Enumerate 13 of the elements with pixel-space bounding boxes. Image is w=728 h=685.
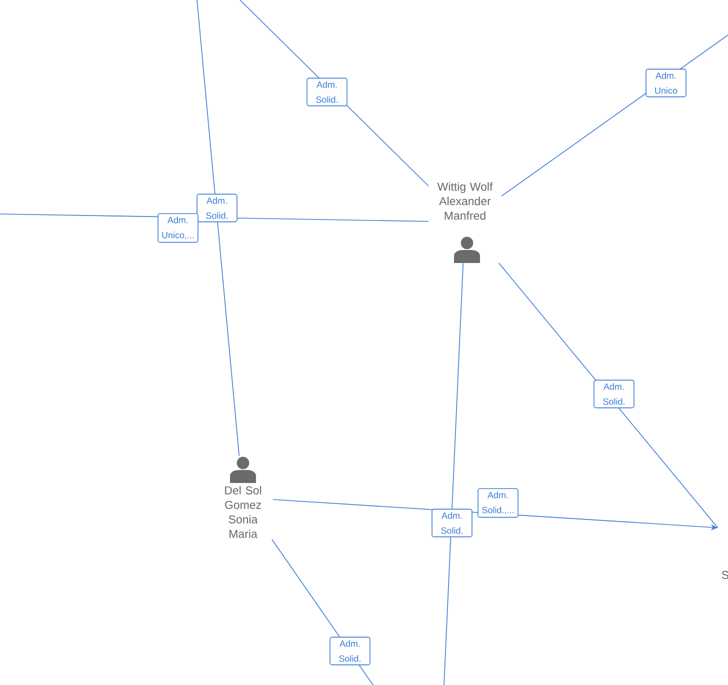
connector-line [196,0,240,456]
connector-line [444,262,464,685]
edge-label: Adm. Solid. [432,508,472,538]
edge-label: Adm. Solid. [306,78,348,106]
edge-label: Adm. Solid. [330,636,370,666]
edge-label: Adm. Solid. [196,194,238,222]
connector-line [498,262,718,528]
person-name: Del Sol Gomez Sonia Maria [225,486,262,538]
edge-label: Adm. Solid. [594,380,634,408]
person-name: Wittig Wolf Alexander Manfred [437,182,493,220]
edge-label: Adm. Unico,... [158,213,198,243]
edge-label: Adm. Solid.,... [478,488,518,518]
edge-label: Adm. Unico [646,68,686,98]
